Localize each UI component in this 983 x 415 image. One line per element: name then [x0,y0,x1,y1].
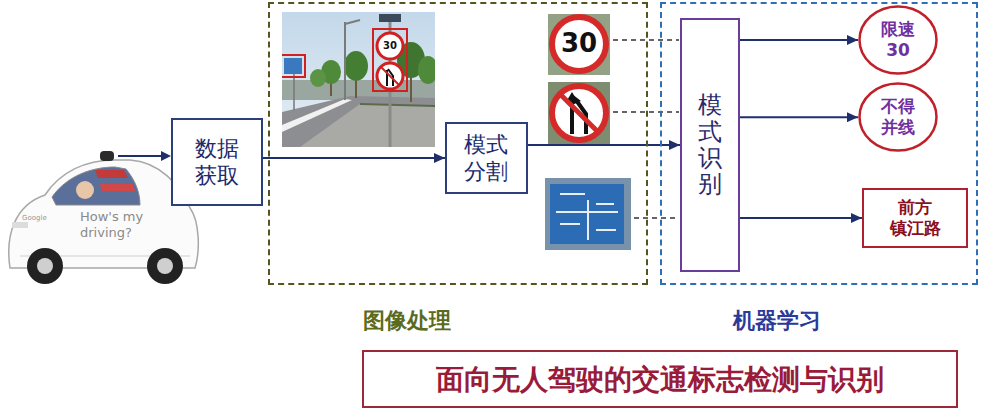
flow-arrow [263,157,445,159]
node-label: 面向无人驾驶的交通标志检测与识别 [436,362,884,397]
group-label: 图像处理 [363,306,451,336]
sign-leader-lines [613,40,679,218]
sign-crop-speed [548,14,610,75]
sign-crop-no-merge-part [548,82,610,145]
street-photo-part [345,20,360,24]
node-label: 模式识别 [698,92,722,198]
street-photo-part [284,58,302,74]
sign-crop-guide-part [556,211,618,213]
car-illustration-part [76,181,94,199]
sign-leader-lines-part [613,111,679,113]
street-photo-part [360,104,435,106]
node-label: 数据 获取 [191,135,244,190]
process-box: 模式 分割 [445,122,528,194]
street-photo-part [282,96,435,147]
node-label: 不得 并线 [877,96,920,139]
flow-arrow [740,116,858,118]
car-illustration-part [37,258,53,274]
circle-shape [860,7,937,74]
sign-leader-lines-part [613,39,679,41]
process-box: 数据 获取 [171,118,263,206]
street-photo-part [282,99,352,132]
street-photo-part [373,29,407,91]
sign-crop-no-merge-part [560,94,598,132]
car-illustration-part [12,222,28,228]
street-photo-part [344,51,368,81]
sign-crop-speed-part [552,17,606,71]
group-region: 机器学习模式识别限速 30不得 并线前方 镇江路 [660,2,978,285]
sign-crop-guide-part [560,193,585,195]
node-label: 前方 镇江路 [885,197,945,240]
car-illustration-part [27,248,63,284]
car-illustration-part [100,151,114,161]
street-photo-part [379,14,401,22]
street-photo-part [310,69,326,87]
sign-crop-guide [545,178,631,250]
car-logo: Google [22,214,47,222]
car-illustration-part [147,248,183,284]
result-circle: 不得 并线 [858,82,938,152]
sign-leader-lines-part [634,217,679,219]
sign-crop-guide-part [596,203,614,205]
street-photo-part [344,22,346,100]
sign-number: 30 [561,28,597,59]
sign-crop-guide-part [545,178,631,250]
street-photo-part [293,74,295,110]
node-label: 限速 30 [877,19,920,62]
sign-number: 30 [383,40,397,52]
sign-crop-no-merge-part [572,94,581,105]
street-photo-part [282,12,435,147]
sign-crop-guide-part [587,200,589,240]
street-photo-part [282,55,305,77]
title-box: 面向无人驾驶的交通标志检测与识别 [362,350,958,408]
sign-crop-speed-part [548,14,610,75]
car-illustration-part [118,155,163,157]
node-label: 模式 分割 [460,131,513,186]
car-illustration-part [52,167,140,205]
car-illustration-part [161,151,171,161]
car-slogan: How's my driving? [80,209,156,240]
result-box: 前方 镇江路 [862,188,968,248]
street-photo-part [418,56,435,84]
circle-shape [860,84,937,151]
flow-arrow [740,39,858,41]
car-illustration-part [157,258,173,274]
car-illustration-part [100,184,135,191]
sign-crop-guide-part [596,229,616,231]
process-box: 模式识别 [680,18,740,272]
flow-arrow [528,144,680,146]
group-label: 机器学习 [733,306,821,336]
street-photo-part [377,63,403,89]
sign-crop-guide-part [560,223,580,225]
sign-crop-guide-part [550,184,624,244]
street-photo [282,12,435,147]
street-photo-part [381,67,399,85]
sign-crop-no-merge [548,82,610,145]
flow-arrow [740,217,862,219]
car-illustration [9,151,199,284]
car-illustration-part [95,170,128,178]
result-circle: 限速 30 [858,5,938,75]
street-photo-part [377,33,403,59]
sign-crop-no-merge-part [552,86,606,140]
